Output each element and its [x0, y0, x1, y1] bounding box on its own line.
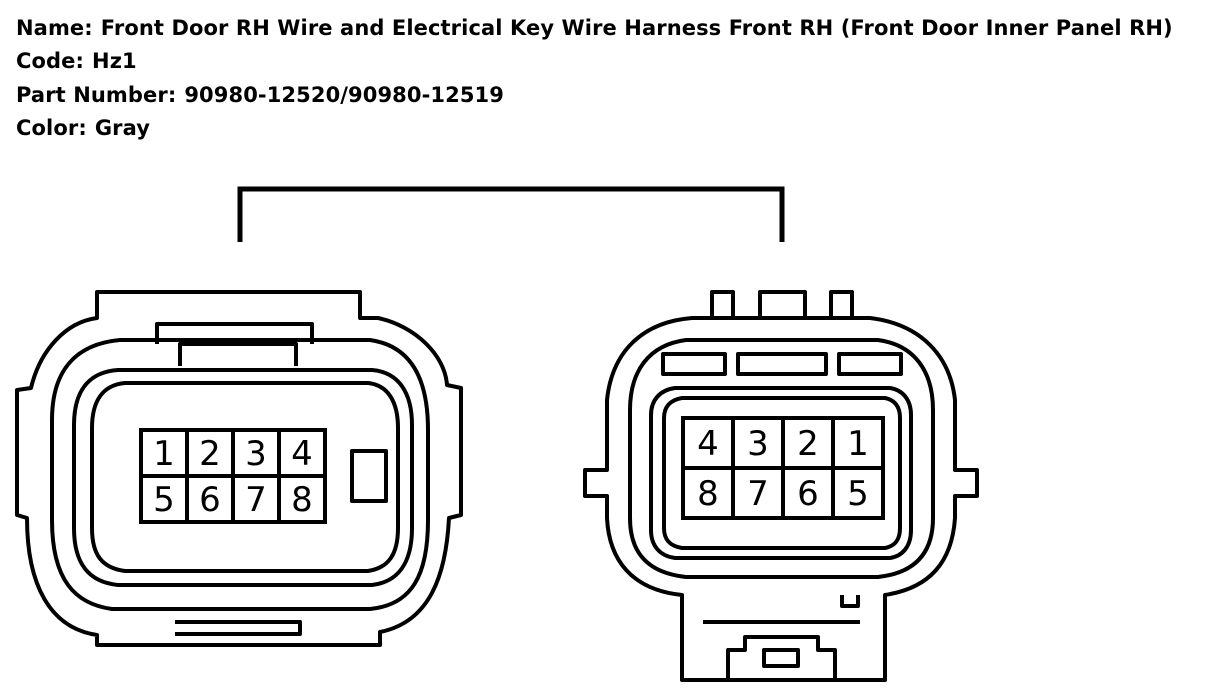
right-connector-release-tab — [726, 635, 837, 680]
left-connector-pin-number: 8 — [291, 480, 313, 520]
right-connector-pin-cell — [831, 466, 885, 520]
left-connector-cavity-liner — [90, 381, 400, 573]
right-connector-top-slot-right — [837, 352, 903, 376]
left-connector-pin-number: 4 — [291, 434, 313, 474]
name-line: Name: Front Door RH Wire and Electrical K… — [16, 12, 1173, 45]
right-connector-top-peg-left — [710, 290, 735, 318]
right-connector — [583, 290, 979, 682]
left-connector-pin-number: 1 — [153, 434, 175, 474]
right-connector-bottom-notch — [840, 595, 860, 608]
right-connector-pin-cavity — [649, 386, 913, 560]
left-connector-base-lip — [175, 620, 302, 636]
right-connector-top-peg-middle — [758, 290, 807, 318]
right-connector-pin-number: 1 — [847, 424, 869, 464]
left-connector-inner-shell — [50, 338, 430, 611]
left-connector-lock-slot — [178, 342, 298, 366]
right-connector-pin-number: 5 — [847, 474, 869, 514]
right-connector-pin-number: 6 — [797, 474, 819, 514]
part-number-line: Part Number: 90980-12520/90980-12519 — [16, 79, 1173, 112]
left-connector-lock-tab — [155, 322, 314, 344]
code-label: Code: — [16, 49, 85, 74]
right-connector-top-slot-middle — [736, 352, 828, 376]
right-connector-pin-number: 4 — [697, 424, 719, 464]
left-connector-pin-number: 7 — [245, 480, 267, 520]
left-connector-pin-number: 6 — [199, 480, 221, 520]
left-connector — [15, 290, 463, 647]
connector-info: Name: Front Door RH Wire and Electrical K… — [16, 12, 1173, 145]
right-connector-cavity-liner — [662, 396, 902, 550]
right-connector-release-button — [762, 648, 800, 668]
name-label: Name: — [16, 16, 93, 40]
color-value: Gray — [94, 115, 151, 140]
part-number-value: 90980-12520/90980-12519 — [184, 82, 504, 107]
code-line: Code: Hz1 — [16, 45, 1173, 78]
code-value: Hz1 — [92, 49, 137, 74]
right-connector-pin-number: 2 — [797, 424, 819, 464]
left-connector-outer-shell — [15, 290, 463, 647]
name-value: Front Door RH Wire and Electrical Key Wi… — [100, 16, 1173, 40]
left-connector-pin-number: 3 — [245, 434, 267, 474]
connection-bracket — [237, 186, 785, 242]
color-label: Color: — [16, 115, 87, 140]
part-number-label: Part Number: — [16, 82, 177, 107]
left-connector-pin-cavity — [72, 368, 414, 587]
right-connector-inner-shell — [628, 338, 935, 579]
left-connector-pin-number: 5 — [153, 480, 175, 520]
left-connector-side-latch — [350, 449, 388, 503]
color-line: Color: Gray — [16, 112, 1173, 145]
right-connector-pin-number: 8 — [697, 474, 719, 514]
right-connector-outer-shell — [583, 316, 979, 682]
right-connector-top-slot-left — [661, 352, 727, 376]
left-connector-pin-cell — [277, 474, 327, 524]
right-connector-pin-number: 7 — [747, 474, 769, 514]
right-connector-top-peg-right — [829, 290, 854, 318]
left-connector-pin-number: 2 — [199, 434, 221, 474]
right-connector-pin-number: 3 — [747, 424, 769, 464]
